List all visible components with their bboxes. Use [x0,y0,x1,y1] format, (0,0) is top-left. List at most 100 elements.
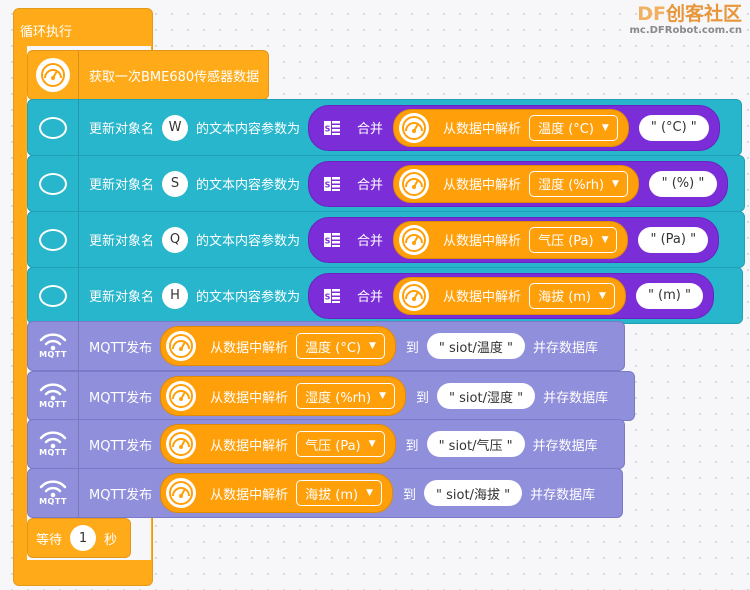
merge-block[interactable]: S 合并 从数据中解析 湿度 (%rh)▼ " (%) " [308,160,728,207]
field-dropdown-value: 海拔 (m) [538,290,592,305]
object-name-input[interactable]: S [162,170,189,197]
unit-string-input[interactable]: " (Pa) " [638,226,709,253]
unit-string-input[interactable]: " (°C) " [638,114,709,141]
topic-string-input[interactable]: " siot/海拔 " [424,480,523,506]
update-label: 更新对象名 [89,122,155,137]
topic-string-input[interactable]: " siot/湿度 " [437,383,536,409]
field-dropdown-value: 湿度 (%rh) [305,390,372,406]
wait-value-input[interactable]: 1 [70,525,97,551]
unit-string-input[interactable]: " (%) " [648,170,717,197]
field-dropdown[interactable]: 气压 (Pa)▼ [529,226,618,253]
document-icon: S [321,285,343,307]
parse-label: 从数据中解析 [210,390,289,406]
parse-block[interactable]: 从数据中解析 海拔 (m) ▼ [393,276,626,315]
caret-down-icon: ▼ [599,290,606,301]
ellipse-icon [39,172,67,195]
mqtt-icon-cell: MQTT [28,372,79,420]
wait-unit: 秒 [104,532,118,548]
ellipse-icon [39,228,67,251]
mqtt-publish-label: MQTT发布 [89,438,153,454]
mqtt-publish-block[interactable]: MQTT MQTT发布 从数据中解析 海拔 (m) ▼ 到 " siot/海拔 "… [27,468,623,518]
gauge-icon [166,429,197,459]
parse-block[interactable]: 从数据中解析 海拔 (m) ▼ [160,473,393,513]
parse-block[interactable]: 从数据中解析 湿度 (%rh) ▼ [393,164,639,203]
topic-string-input[interactable]: " siot/温度 " [426,333,525,359]
field-dropdown[interactable]: 海拔 (m) ▼ [529,282,615,309]
text-param-label: 的文本内容参数为 [196,122,301,137]
mqtt-publish-block[interactable]: MQTT MQTT发布 从数据中解析 湿度 (%rh) ▼ 到 " siot/湿度… [27,371,635,421]
field-dropdown-value: 温度 (°C) [538,122,594,137]
object-name-input[interactable]: Q [162,226,189,253]
sensor-icon-cell [28,51,79,99]
update-label: 更新对象名 [89,234,155,249]
parse-label: 从数据中解析 [443,290,522,305]
object-icon-cell [28,100,79,155]
update-label: 更新对象名 [89,178,155,193]
save-db-label: 并存数据库 [532,340,598,356]
parse-label: 从数据中解析 [210,487,289,503]
update-object-block[interactable]: 更新对象名 S 的文本内容参数为 S 合并 从数据中解析 湿度 (%rh)▼ "… [27,155,745,212]
update-object-block[interactable]: 更新对象名 H 的文本内容参数为 S 合并 从数据中解析 海拔 (m)▼ " (… [27,267,743,324]
parse-label: 从数据中解析 [443,122,522,137]
gauge-icon [166,478,197,508]
mqtt-icon-label: MQTT [39,400,67,409]
parse-label: 从数据中解析 [443,178,522,193]
unit-string-input[interactable]: " (m) " [635,282,703,309]
read-sensor-block[interactable]: 获取一次BME680传感器数据 [27,50,269,100]
gauge-icon [36,58,70,92]
update-object-block[interactable]: 更新对象名 Q 的文本内容参数为 S 合并 从数据中解析 气压 (Pa)▼ " … [27,211,745,268]
to-label: 到 [416,390,430,406]
parse-label: 从数据中解析 [210,438,289,454]
topic-string-input[interactable]: " siot/气压 " [426,431,525,457]
field-dropdown[interactable]: 海拔 (m) ▼ [296,480,382,506]
parse-label: 从数据中解析 [443,234,522,249]
caret-down-icon: ▼ [368,439,376,449]
merge-block[interactable]: S 合并 从数据中解析 海拔 (m) ▼ " (m) " [308,272,714,319]
document-icon: S [321,173,343,195]
to-label: 到 [405,438,419,454]
update-object-block[interactable]: 更新对象名 W 的文本内容参数为 S 合并 从数据中解析 温度 (°C)▼ " … [27,99,742,156]
document-icon: S [321,229,343,251]
field-dropdown[interactable]: 湿度 (%rh) ▼ [296,383,396,409]
mqtt-publish-label: MQTT发布 [89,340,153,356]
parse-block[interactable]: 从数据中解析 湿度 (%rh) ▼ [160,376,407,416]
mqtt-icon-label: MQTT [39,350,67,359]
watermark-url: mc.DFRobot.com.cn [629,24,742,36]
field-dropdown[interactable]: 温度 (°C)▼ [296,333,385,359]
mqtt-publish-block[interactable]: MQTT MQTT发布 从数据中解析 气压 (Pa) ▼ 到 " siot/气压 … [27,419,625,469]
parse-block[interactable]: 从数据中解析 温度 (°C)▼ [160,326,396,366]
caret-down-icon: ▼ [379,391,387,401]
caret-down-icon: ▼ [612,178,619,189]
mqtt-publish-label: MQTT发布 [89,487,153,503]
parse-block[interactable]: 从数据中解析 气压 (Pa) ▼ [160,424,396,464]
merge-label: 合并 [357,122,384,137]
parse-block[interactable]: 从数据中解析 温度 (°C)▼ [393,108,629,147]
watermark-df: DF [637,3,666,25]
wait-block[interactable]: 等待 1 秒 [27,518,131,558]
object-name-input[interactable]: H [162,282,189,309]
merge-block[interactable]: S 合并 从数据中解析 温度 (°C)▼ " (°C) " [308,104,720,151]
merge-block[interactable]: S 合并 从数据中解析 气压 (Pa)▼ " (Pa) " [308,216,720,263]
text-param-label: 的文本内容参数为 [196,178,301,193]
field-dropdown[interactable]: 湿度 (%rh) ▼ [529,170,628,197]
field-dropdown-value: 气压 (Pa) [305,438,361,454]
mqtt-icon-cell: MQTT [28,469,79,517]
text-param-label: 的文本内容参数为 [196,290,301,305]
svg-text:S: S [325,236,331,245]
ellipse-icon [39,284,67,307]
object-icon-cell [28,268,79,323]
field-dropdown[interactable]: 气压 (Pa) ▼ [296,431,385,457]
field-dropdown-value: 湿度 (%rh) [538,178,605,193]
mqtt-icon-cell: MQTT [28,420,79,468]
caret-down-icon: ▼ [366,488,373,498]
field-dropdown-value: 海拔 (m) [305,487,359,503]
mqtt-publish-block[interactable]: MQTT MQTT发布 从数据中解析 温度 (°C)▼ 到 " siot/温度 … [27,321,625,371]
field-dropdown[interactable]: 温度 (°C)▼ [529,114,618,141]
object-name-input[interactable]: W [162,114,189,141]
gauge-icon [399,224,430,255]
parse-block[interactable]: 从数据中解析 气压 (Pa)▼ [393,220,629,259]
merge-label: 合并 [357,290,384,305]
gauge-icon [166,381,197,411]
to-label: 到 [403,487,417,503]
mqtt-publish-label: MQTT发布 [89,390,153,406]
